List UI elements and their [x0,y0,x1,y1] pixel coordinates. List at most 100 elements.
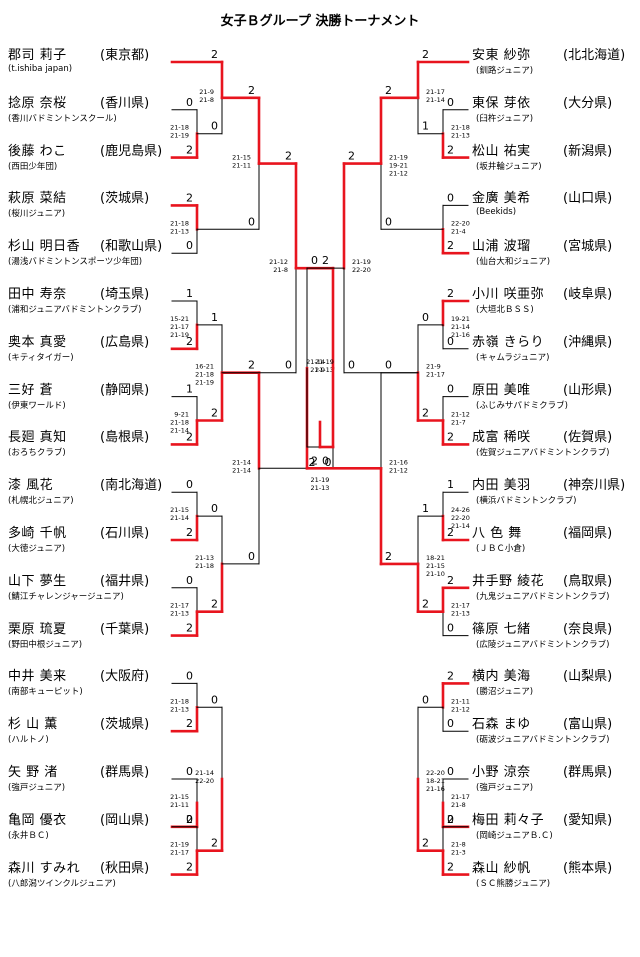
player-name: 捻原 奈桜 [8,95,67,111]
match-score: 0 [447,335,454,348]
player-name: 金廣 美希 [472,191,531,207]
game-score: 24-26 [451,506,470,514]
match-score: 2 [385,84,392,97]
match-score: 2 [186,335,193,348]
game-score: 21-13 [170,610,189,618]
match-score: 0 [186,478,193,491]
match-score: 2 [211,837,218,850]
game-score: 21-13 [315,366,334,374]
player-club: (野田中根ジュニア) [8,639,83,650]
match-score: 2 [186,430,193,443]
game-score: 21-11 [232,162,251,170]
player-name: 梅田 莉々子 [472,812,545,828]
match-score: 0 [447,191,454,204]
player-pref: (大分県) [563,95,613,111]
player-club: (伊東ワールド) [8,400,66,411]
game-score: 15-21 [170,315,189,323]
player-name: 田中 寿奈 [8,287,67,302]
player-pref: (秋田県) [100,860,150,876]
game-score: 21-16 [389,458,408,466]
player-name: 東保 芽依 [472,95,531,111]
player-pref: (和歌山県) [100,239,163,255]
game-score: 21-12 [451,705,470,713]
player-club: (永井ＢＣ) [8,830,49,841]
player-name: 亀岡 優衣 [8,812,67,828]
game-score: 21-9 [199,88,214,96]
match-score: 0 [447,813,454,826]
game-score: 9-21 [174,411,189,419]
match-score: 2 [285,150,292,163]
game-score: 21-13 [170,705,189,713]
player-club: (仙台大和ジュニア) [476,257,551,268]
player-club: (佐賀ジュニアバドミントンクラブ) [476,448,610,459]
player-club: (横浜バドミントンクラブ) [476,496,577,507]
player-pref: (奈良県) [563,621,613,637]
player-pref: (香川県) [100,95,150,111]
player-name: 栗原 琉夏 [8,621,67,637]
player-club: (ふじみサパドミクラブ) [476,400,568,411]
game-score: 21-11 [170,801,189,809]
player-pref: (宮城県) [563,239,613,255]
player-name: 奥本 真愛 [8,334,67,350]
game-score: 21-19 [170,841,189,849]
game-score: 21-14 [170,427,189,435]
player-pref: (群馬県) [100,765,150,780]
game-score: 21-3 [451,849,466,857]
match-score: 2 [422,837,429,850]
player-pref: (福井県) [100,573,150,589]
game-score: 21-4 [451,227,466,235]
player-club: (坂井輪ジュニア) [476,161,542,172]
player-name: 成富 稀咲 [472,430,531,446]
player-pref: (千葉県) [100,621,150,637]
match-score: 0 [248,215,255,228]
game-score: 21-17 [170,602,189,610]
match-score: 2 [447,526,454,539]
game-score: 21-18 [170,219,189,227]
match-score: 1 [186,287,193,300]
player-pref: (山梨県) [563,669,613,685]
player-club: (八郎潟ツインクルジュニア) [8,878,116,889]
player-name: 漆 風花 [8,478,54,494]
player-club: (おろちクラブ) [8,448,66,459]
game-score: 19-21 [389,162,408,170]
match-score: 0 [385,359,392,372]
match-score: 2 [186,717,193,730]
player-club: (大垣北ＢＳＳ) [476,305,534,315]
player-pref: (新潟県) [563,143,613,159]
game-score: 21-17 [426,371,445,379]
player-club: (九鬼ジュニアバドミントンクラブ) [476,591,610,602]
player-club: (キティタイガー) [8,352,74,363]
game-score: 21-14 [232,458,251,466]
match-score: 0 [186,765,193,778]
player-name: 横内 美海 [472,669,531,685]
player-club: (浦和ジュニアバドミントンクラブ) [8,305,142,315]
game-score: 16-21 [195,363,214,371]
game-score: 21-10 [426,570,445,578]
player-club: (湯浅バドミントンスポーツ少年団) [8,257,143,268]
player-club: (岡崎ジュニアＢ.Ｃ) [476,830,553,841]
game-score: 21-14 [170,514,189,522]
player-pref: (南北海道) [100,478,163,494]
game-score: 21-13 [170,227,189,235]
player-name: 石森 まゆ [472,717,531,733]
game-score: 21-17 [451,793,470,801]
match-score: 0 [285,359,292,372]
player-name: 小野 涼奈 [472,765,531,780]
page-title: 女子Ｂグループ 決勝トーナメント [220,14,420,29]
game-score: 21-18 [195,562,214,570]
match-score: 2 [186,861,193,874]
match-score: 0 [186,813,193,826]
player-name: 多崎 千帆 [8,526,67,541]
game-score: 22-20 [426,769,445,777]
match-score: 2 [186,526,193,539]
player-club: (ＳＣ熊勝ジュニア) [476,878,551,889]
game-score: 21-17 [170,849,189,857]
match-score: 0 [322,454,329,467]
player-name: 中井 美来 [8,669,67,685]
player-name: 安東 紗弥 [472,48,531,63]
player-pref: (北北海道) [563,48,626,63]
game-score: 19-21 [451,315,470,323]
game-score: 22-20 [195,777,214,785]
match-score: 2 [385,550,392,563]
player-name: 山下 夢生 [8,573,67,589]
